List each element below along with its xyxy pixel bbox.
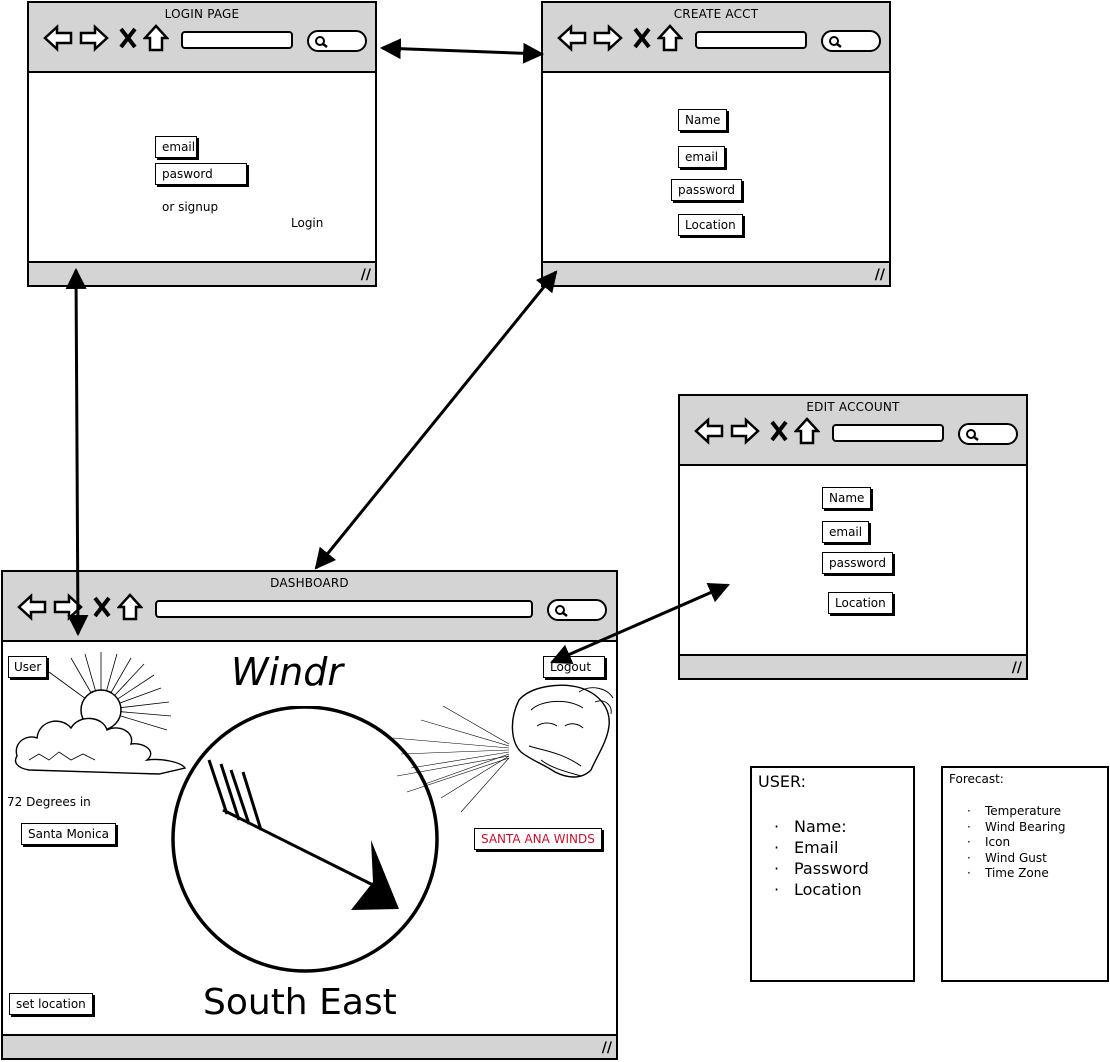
list-item: Time Zone	[943, 866, 1107, 882]
signup-link[interactable]: or signup	[162, 200, 219, 214]
close-icon[interactable]	[769, 416, 789, 446]
list-item: Password	[752, 858, 913, 879]
back-arrow-icon[interactable]	[17, 592, 47, 622]
name-field[interactable]: Name	[678, 109, 728, 131]
home-icon[interactable]	[657, 23, 683, 53]
list-item: Wind Bearing	[943, 820, 1107, 836]
search-box[interactable]	[821, 30, 881, 52]
app-title: Windr	[231, 650, 343, 694]
login-titlebar: LOGIN PAGE	[29, 3, 375, 73]
edit-account-window: EDIT ACCOUNT Name email password Locatio…	[678, 394, 1028, 680]
user-model-card: USER: Name: Email Password Location	[750, 766, 915, 982]
connector-login-create	[379, 38, 545, 64]
set-location-button[interactable]: set location	[9, 993, 93, 1015]
resize-grip-icon[interactable]: //	[601, 1040, 612, 1056]
url-bar[interactable]	[181, 31, 293, 49]
connector-dashboard-edit	[550, 582, 730, 665]
login-page-window: LOGIN PAGE email pasword or signup Login…	[27, 1, 377, 287]
forward-arrow-icon[interactable]	[79, 23, 109, 53]
back-arrow-icon[interactable]	[43, 23, 73, 53]
create-statusbar: //	[543, 261, 889, 285]
connector-login-dashboard	[65, 267, 89, 637]
list-item: Temperature	[943, 804, 1107, 820]
url-bar[interactable]	[832, 424, 944, 442]
list-item: Icon	[943, 835, 1107, 851]
wind-direction-text: South East	[203, 982, 397, 1023]
list-item: Wind Gust	[943, 851, 1107, 867]
location-field[interactable]: Location	[828, 592, 893, 614]
user-button[interactable]: User	[8, 656, 48, 678]
email-field[interactable]: email	[822, 521, 870, 543]
search-box[interactable]	[958, 423, 1018, 445]
home-icon[interactable]	[143, 23, 169, 53]
close-icon[interactable]	[118, 23, 138, 53]
login-button[interactable]: Login	[291, 216, 324, 230]
sun-cloud-illustration	[14, 652, 187, 775]
create-account-window: CREATE ACCT Name email password Location…	[541, 1, 891, 287]
compass-arrow-icon	[171, 706, 439, 973]
window-title: DASHBOARD	[270, 576, 349, 590]
name-field[interactable]: Name	[822, 487, 872, 509]
dashboard-statusbar: //	[3, 1034, 616, 1058]
user-card-heading: USER:	[758, 772, 806, 791]
list-item: Email	[752, 837, 913, 858]
password-field[interactable]: password	[671, 179, 742, 201]
resize-grip-icon[interactable]: //	[1011, 660, 1022, 676]
back-arrow-icon[interactable]	[694, 416, 724, 446]
edit-titlebar: EDIT ACCOUNT	[680, 396, 1026, 466]
dashboard-window: DASHBOARD User Windr Logout 72 Degrees i…	[1, 570, 618, 1060]
list-item: Name:	[752, 816, 913, 837]
window-title: LOGIN PAGE	[164, 7, 240, 21]
window-title: CREATE ACCT	[673, 7, 759, 21]
url-bar[interactable]	[695, 31, 807, 49]
home-icon[interactable]	[117, 592, 143, 622]
url-bar[interactable]	[155, 600, 533, 618]
user-field-list: Name: Email Password Location	[752, 816, 913, 900]
forecast-field-list: Temperature Wind Bearing Icon Wind Gust …	[943, 804, 1107, 882]
forecast-card-heading: Forecast:	[949, 772, 1004, 786]
email-field[interactable]: email	[155, 136, 197, 158]
search-icon	[829, 36, 842, 48]
search-icon	[315, 36, 328, 48]
search-box[interactable]	[307, 30, 367, 52]
edit-statusbar: //	[680, 654, 1026, 678]
location-badge[interactable]: Santa Monica	[21, 823, 117, 845]
forward-arrow-icon[interactable]	[730, 416, 760, 446]
resize-grip-icon[interactable]: //	[874, 267, 885, 283]
location-field[interactable]: Location	[678, 214, 743, 236]
close-icon[interactable]	[92, 592, 112, 622]
forecast-model-card: Forecast: Temperature Wind Bearing Icon …	[941, 766, 1109, 982]
list-item: Location	[752, 879, 913, 900]
connector-create-dashboard	[314, 270, 558, 570]
dashboard-titlebar: DASHBOARD	[3, 572, 616, 642]
search-icon	[966, 429, 979, 441]
email-field[interactable]: email	[678, 146, 726, 168]
password-field[interactable]: pasword	[155, 163, 247, 185]
close-icon[interactable]	[632, 23, 652, 53]
password-field[interactable]: password	[822, 552, 893, 574]
create-titlebar: CREATE ACCT	[543, 3, 889, 73]
wind-god-illustration	[392, 684, 614, 813]
forward-arrow-icon[interactable]	[593, 23, 623, 53]
window-title: EDIT ACCOUNT	[806, 400, 900, 414]
temperature-text: 72 Degrees in	[7, 795, 91, 809]
home-icon[interactable]	[794, 416, 820, 446]
back-arrow-icon[interactable]	[557, 23, 587, 53]
wind-name-badge: SANTA ANA WINDS	[474, 828, 602, 850]
